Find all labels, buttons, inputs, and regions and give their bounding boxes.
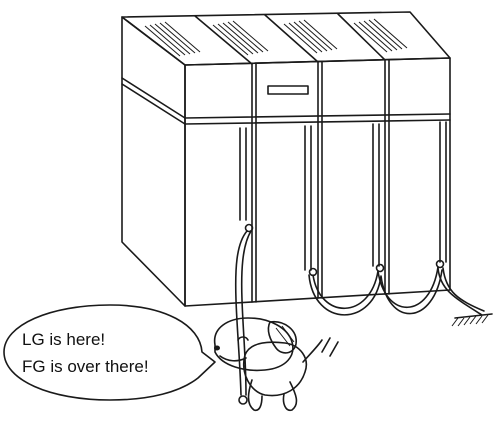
module-label-window <box>268 86 308 94</box>
rack-side-panel <box>122 17 185 306</box>
terminal-covers <box>240 122 446 270</box>
vent-slots-module-4 <box>354 19 407 52</box>
speech-bubble: LG is here! FG is over there! <box>4 305 215 400</box>
dog-motion-line-1 <box>322 338 330 352</box>
speech-line-2: FG is over there! <box>22 357 149 376</box>
speech-line-1: LG is here! <box>22 330 105 349</box>
rack-top-dividers <box>195 14 385 64</box>
dog-eye <box>238 337 248 340</box>
fg-loop-cable <box>313 267 438 308</box>
dog-tail <box>303 340 322 362</box>
vent-slots-module-1 <box>145 22 200 56</box>
front-horizontal-band <box>122 78 450 124</box>
vent-slots-module-3 <box>284 20 337 53</box>
speech-bubble-outline <box>4 305 215 400</box>
ground-symbol-icon <box>452 314 492 326</box>
dog-nose <box>214 346 220 351</box>
dog-head <box>215 318 293 370</box>
lg-cable-end <box>239 396 247 404</box>
dog-mascot-icon <box>214 318 338 410</box>
plc-rack <box>122 12 450 306</box>
dog-motion-line-2 <box>330 342 338 356</box>
front-module-dividers <box>252 60 389 302</box>
dog-back-leg <box>283 382 296 410</box>
dog-front-leg <box>249 380 263 410</box>
